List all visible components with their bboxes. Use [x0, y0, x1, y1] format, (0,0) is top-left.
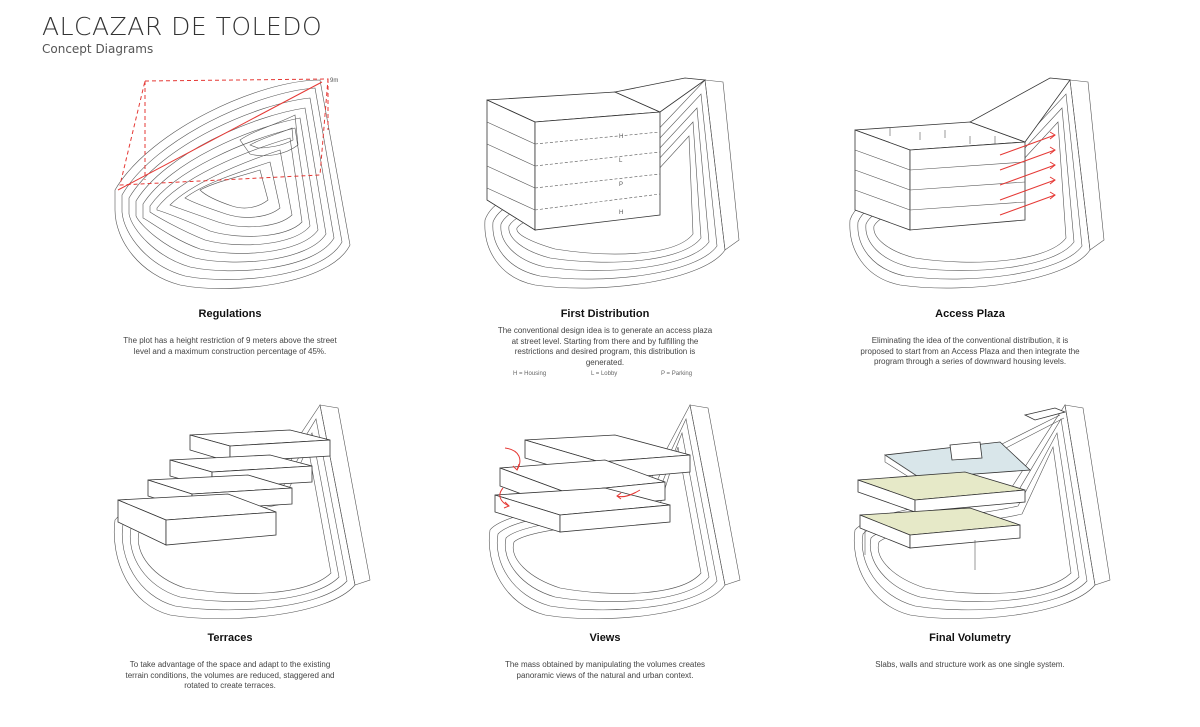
panel-title: Regulations: [198, 308, 262, 320]
floor-label: L: [619, 158, 623, 164]
views-diagram: [488, 404, 741, 620]
legend-item: H = Housing: [513, 371, 547, 377]
floor-label: H: [619, 134, 623, 140]
floor-label: H: [619, 210, 623, 216]
panel-title: Terraces: [207, 632, 253, 644]
page-subtitle: Concept Diagrams: [42, 42, 154, 56]
panel-description: To take advantage of the space and adapt…: [125, 660, 335, 690]
panel-title: Final Volumetry: [929, 632, 1011, 644]
panel-description: The conventional design idea is to gener…: [497, 326, 713, 367]
panel-terraces: Terraces To take advantage of the space …: [30, 400, 430, 700]
panel-first-distribution: H L P H First Distribution The conventio…: [405, 70, 805, 390]
legend-item: P = Parking: [661, 371, 693, 377]
building-volume: [854, 77, 1071, 231]
first-distribution-diagram: H L P H: [484, 77, 740, 289]
panel-access-plaza: Access Plaza Eliminating the idea of the…: [770, 70, 1170, 380]
panel-description: The plot has a height restriction of 9 m…: [123, 336, 337, 356]
rotated-volumes: [494, 434, 691, 533]
panel-description: Eliminating the idea of the conventional…: [860, 336, 1080, 366]
panel-description: Slabs, walls and structure work as one s…: [875, 660, 1065, 669]
regulations-diagram: 9m: [114, 78, 351, 289]
final-volumetry-diagram: [853, 404, 1111, 620]
panel-title: Access Plaza: [935, 308, 1005, 320]
panel-title: First Distribution: [560, 308, 650, 320]
structure-volumes: [857, 407, 1067, 570]
panel-title: Views: [589, 632, 621, 644]
access-arrows: [999, 131, 1056, 216]
height-envelope: [117, 78, 329, 191]
height-label: 9m: [330, 78, 338, 84]
terraces-diagram: [113, 404, 371, 620]
floor-labels: H L P H: [619, 134, 623, 216]
panel-views: Views The mass obtained by manipulating …: [405, 400, 805, 700]
panel-regulations: 9m Regulations The plot has a height res…: [30, 70, 430, 380]
access-plaza-diagram: [849, 77, 1105, 289]
view-arrows: [499, 447, 641, 509]
legend-item: L = Lobby: [591, 371, 618, 377]
header: ALCAZAR DE TOLEDO Concept Diagrams: [42, 12, 322, 56]
terrace-volumes: [117, 429, 331, 546]
building-volume: [486, 77, 707, 231]
page-title: ALCAZAR DE TOLEDO: [42, 12, 323, 41]
floor-label: P: [619, 182, 623, 188]
terrain-contours: [114, 79, 351, 289]
panel-final-volumetry: Final Volumetry Slabs, walls and structu…: [770, 400, 1170, 700]
panel-description: The mass obtained by manipulating the vo…: [504, 660, 706, 680]
